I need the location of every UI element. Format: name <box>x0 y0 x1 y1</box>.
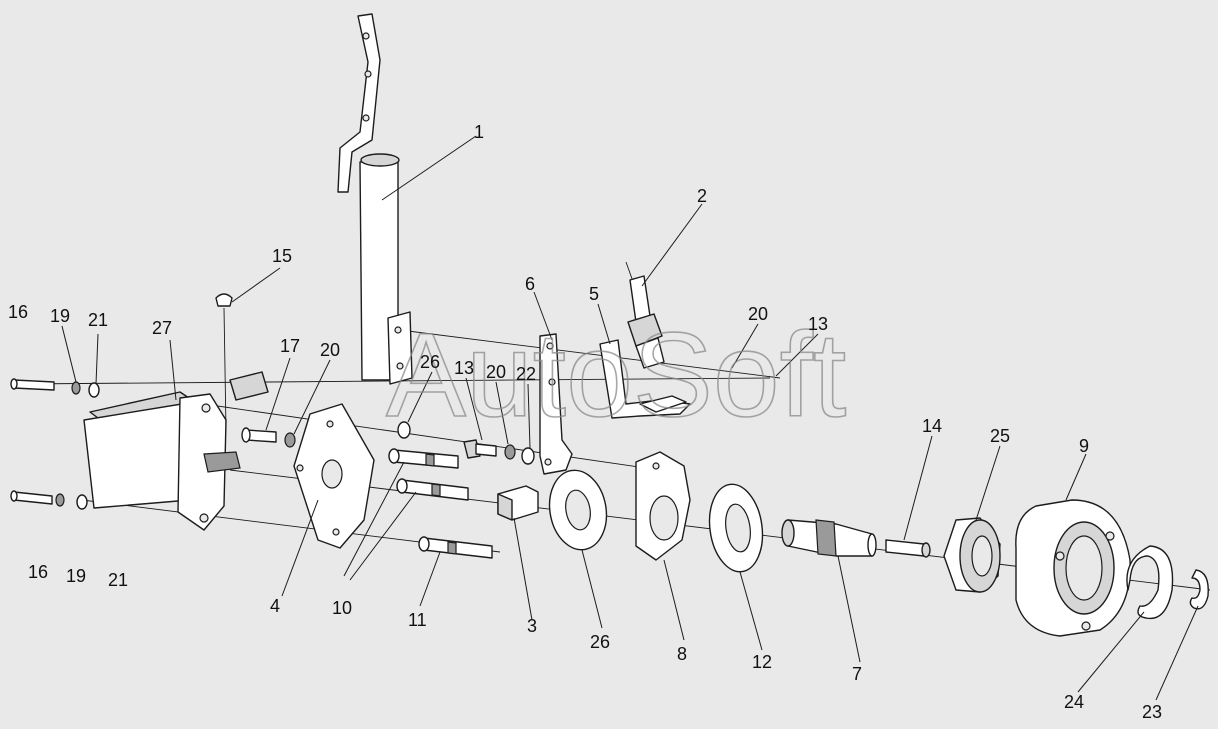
part-5-bent-bracket <box>599 339 691 419</box>
fasteners-16-19-21 <box>10 378 100 510</box>
callout-10: 10 <box>332 598 352 618</box>
part-7-coupling <box>781 519 877 557</box>
part-14-screw <box>885 539 931 558</box>
callout-11: 11 <box>408 610 427 630</box>
callout-17: 17 <box>280 336 300 356</box>
callout-22: 22 <box>516 364 536 384</box>
part-11-pin <box>418 536 493 559</box>
part-12-washer <box>708 483 764 573</box>
callout-15: 15 <box>272 246 292 266</box>
part-26-washer <box>548 469 608 551</box>
callout-26-top: 26 <box>420 352 440 372</box>
callout-27: 27 <box>152 318 172 338</box>
callout-16-bottom: 16 <box>28 562 48 582</box>
part-6-plate <box>539 333 573 475</box>
part-8-cam-plate <box>635 451 691 561</box>
part-24-circlip <box>1126 545 1174 620</box>
callout-9: 9 <box>1079 436 1089 456</box>
callout-14: 14 <box>922 416 942 436</box>
part-27-housing <box>83 371 269 531</box>
callout-19-top: 19 <box>50 306 70 326</box>
part-9-housing-ring <box>1015 499 1131 637</box>
callout-labels: 1 2 3 4 5 6 7 8 9 10 11 12 13 13 14 15 1… <box>8 122 1162 722</box>
callout-26-bottom: 26 <box>590 632 610 652</box>
callout-13-left: 13 <box>454 358 474 378</box>
fasteners-13-20-22 <box>463 439 535 465</box>
callout-3: 3 <box>527 616 537 636</box>
callout-7: 7 <box>852 664 862 684</box>
callout-20-left: 20 <box>320 340 340 360</box>
callout-8: 8 <box>677 644 687 664</box>
part-1-tube-bracket <box>337 13 413 385</box>
callout-23: 23 <box>1142 702 1162 722</box>
part-2-sensor <box>625 261 665 369</box>
callout-16-top: 16 <box>8 302 28 322</box>
callout-1: 1 <box>474 122 484 142</box>
watermark: AutoSoft <box>386 308 846 442</box>
callout-2: 2 <box>697 186 707 206</box>
callout-21-bottom: 21 <box>108 570 128 590</box>
callout-6: 6 <box>525 274 535 294</box>
callout-12: 12 <box>752 652 772 672</box>
callout-5: 5 <box>589 284 599 304</box>
part-26-nut-and-pins-10 <box>388 421 469 501</box>
callout-20-right: 20 <box>748 304 768 324</box>
callout-25: 25 <box>990 426 1010 446</box>
callout-4: 4 <box>270 596 280 616</box>
callout-24: 24 <box>1064 692 1084 712</box>
fasteners-17-20 <box>241 427 296 448</box>
callout-13-right: 13 <box>808 314 828 334</box>
callout-20-middle: 20 <box>486 362 506 382</box>
leader-lines <box>61 135 1199 701</box>
part-4-flange <box>293 403 375 549</box>
callout-19-bottom: 19 <box>66 566 86 586</box>
part-23-snap-ring <box>1189 569 1209 610</box>
part-3-block <box>497 485 539 521</box>
part-15-pin <box>215 293 233 431</box>
part-25-bearing <box>943 517 1001 593</box>
callout-21-top: 21 <box>88 310 108 330</box>
